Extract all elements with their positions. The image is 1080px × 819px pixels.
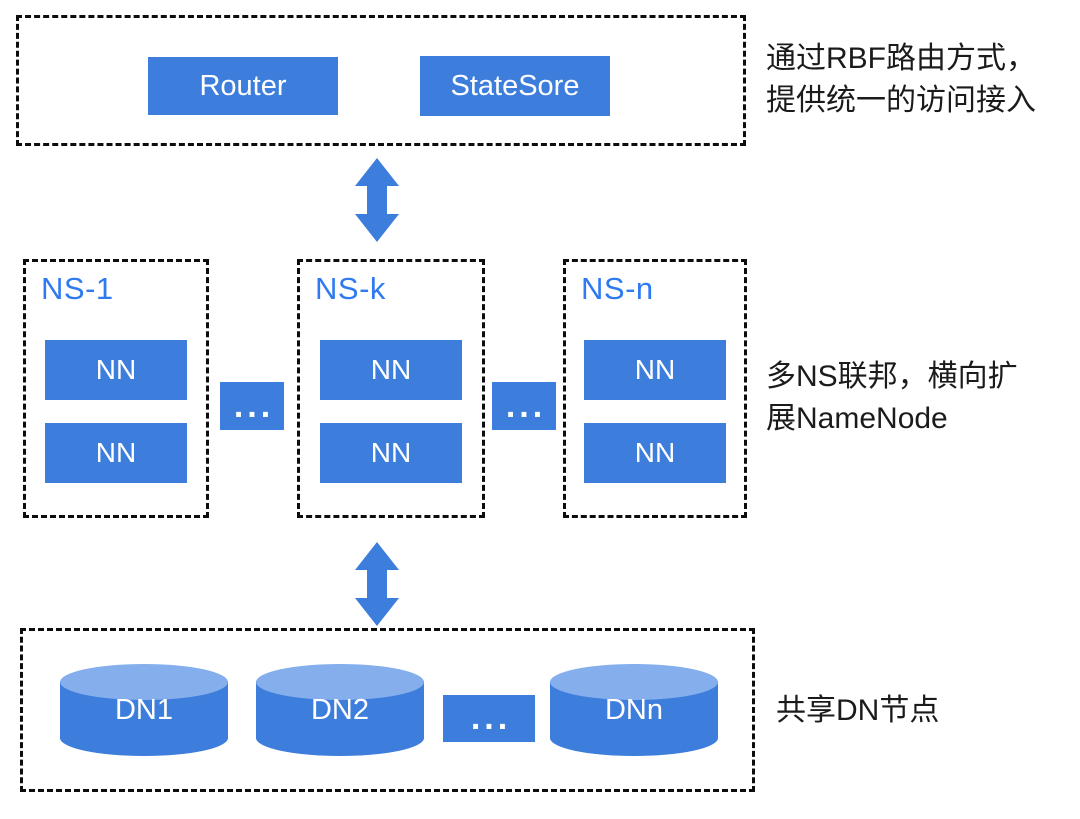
nsn-namenode-1-label: NN xyxy=(634,354,676,385)
nsk-namenode-1-label: NN xyxy=(370,354,412,385)
cylinder-top-shape xyxy=(60,664,228,700)
ns1-namenode-1: NN xyxy=(45,340,187,400)
gateway-annotation-line2: 提供统一的访问接入 xyxy=(766,84,1036,117)
nsn-label: NS-n xyxy=(581,271,654,306)
ns-ellipsis-1: ... xyxy=(220,382,284,430)
federation-annotation: 多NS联邦，横向扩 展NameNode xyxy=(766,356,1018,440)
dnn-label: DNn xyxy=(604,694,663,726)
nsn-namenode-1: NN xyxy=(584,340,726,400)
ns1-namenode-2-label: NN xyxy=(95,437,137,468)
federation-annotation-line1: 多NS联邦，横向扩 xyxy=(766,360,1018,393)
datanode-cylinder-dnn: DNn xyxy=(550,664,718,756)
gateway-annotation: 通过RBF路由方式， 提供统一的访问接入 xyxy=(766,38,1036,122)
gateway-frame xyxy=(16,15,746,146)
nsk-label: NS-k xyxy=(315,271,386,306)
ns1-namenode-2: NN xyxy=(45,423,187,483)
datanode-cylinder-dn1: DN1 xyxy=(60,664,228,756)
datanode-cylinder-dn2: DN2 xyxy=(256,664,424,756)
router-node: Router xyxy=(148,57,338,115)
nsn-namenode-2-label: NN xyxy=(634,437,676,468)
double-arrow-icon xyxy=(355,542,399,626)
double-arrow-icon xyxy=(355,158,399,242)
gateway-annotation-line1: 通过RBF路由方式， xyxy=(766,42,1036,75)
datanode-annotation-line1: 共享DN节点 xyxy=(776,694,940,727)
nsk-namenode-1: NN xyxy=(320,340,462,400)
federation-annotation-line2: 展NameNode xyxy=(766,402,948,435)
datanode-annotation: 共享DN节点 xyxy=(776,690,939,732)
ns1-label: NS-1 xyxy=(41,271,114,306)
nsn-namenode-2: NN xyxy=(584,423,726,483)
ns-ellipsis-2: ... xyxy=(492,382,556,430)
ns1-namenode-1-label: NN xyxy=(95,354,137,385)
dn2-label: DN2 xyxy=(310,694,369,726)
nsn-frame xyxy=(563,259,747,518)
nsk-frame xyxy=(297,259,485,518)
statestore-label: StateSore xyxy=(450,69,580,102)
nsk-namenode-2: NN xyxy=(320,423,462,483)
cylinder-top-shape xyxy=(256,664,424,700)
statestore-node: StateSore xyxy=(420,56,610,116)
dn1-label: DN1 xyxy=(114,694,173,726)
datanode-frame xyxy=(20,628,755,792)
nsk-namenode-2-label: NN xyxy=(370,437,412,468)
router-label: Router xyxy=(199,69,287,102)
cylinder-top-shape xyxy=(550,664,718,700)
dn-ellipsis: ... xyxy=(443,695,535,742)
ns1-frame xyxy=(23,259,209,518)
